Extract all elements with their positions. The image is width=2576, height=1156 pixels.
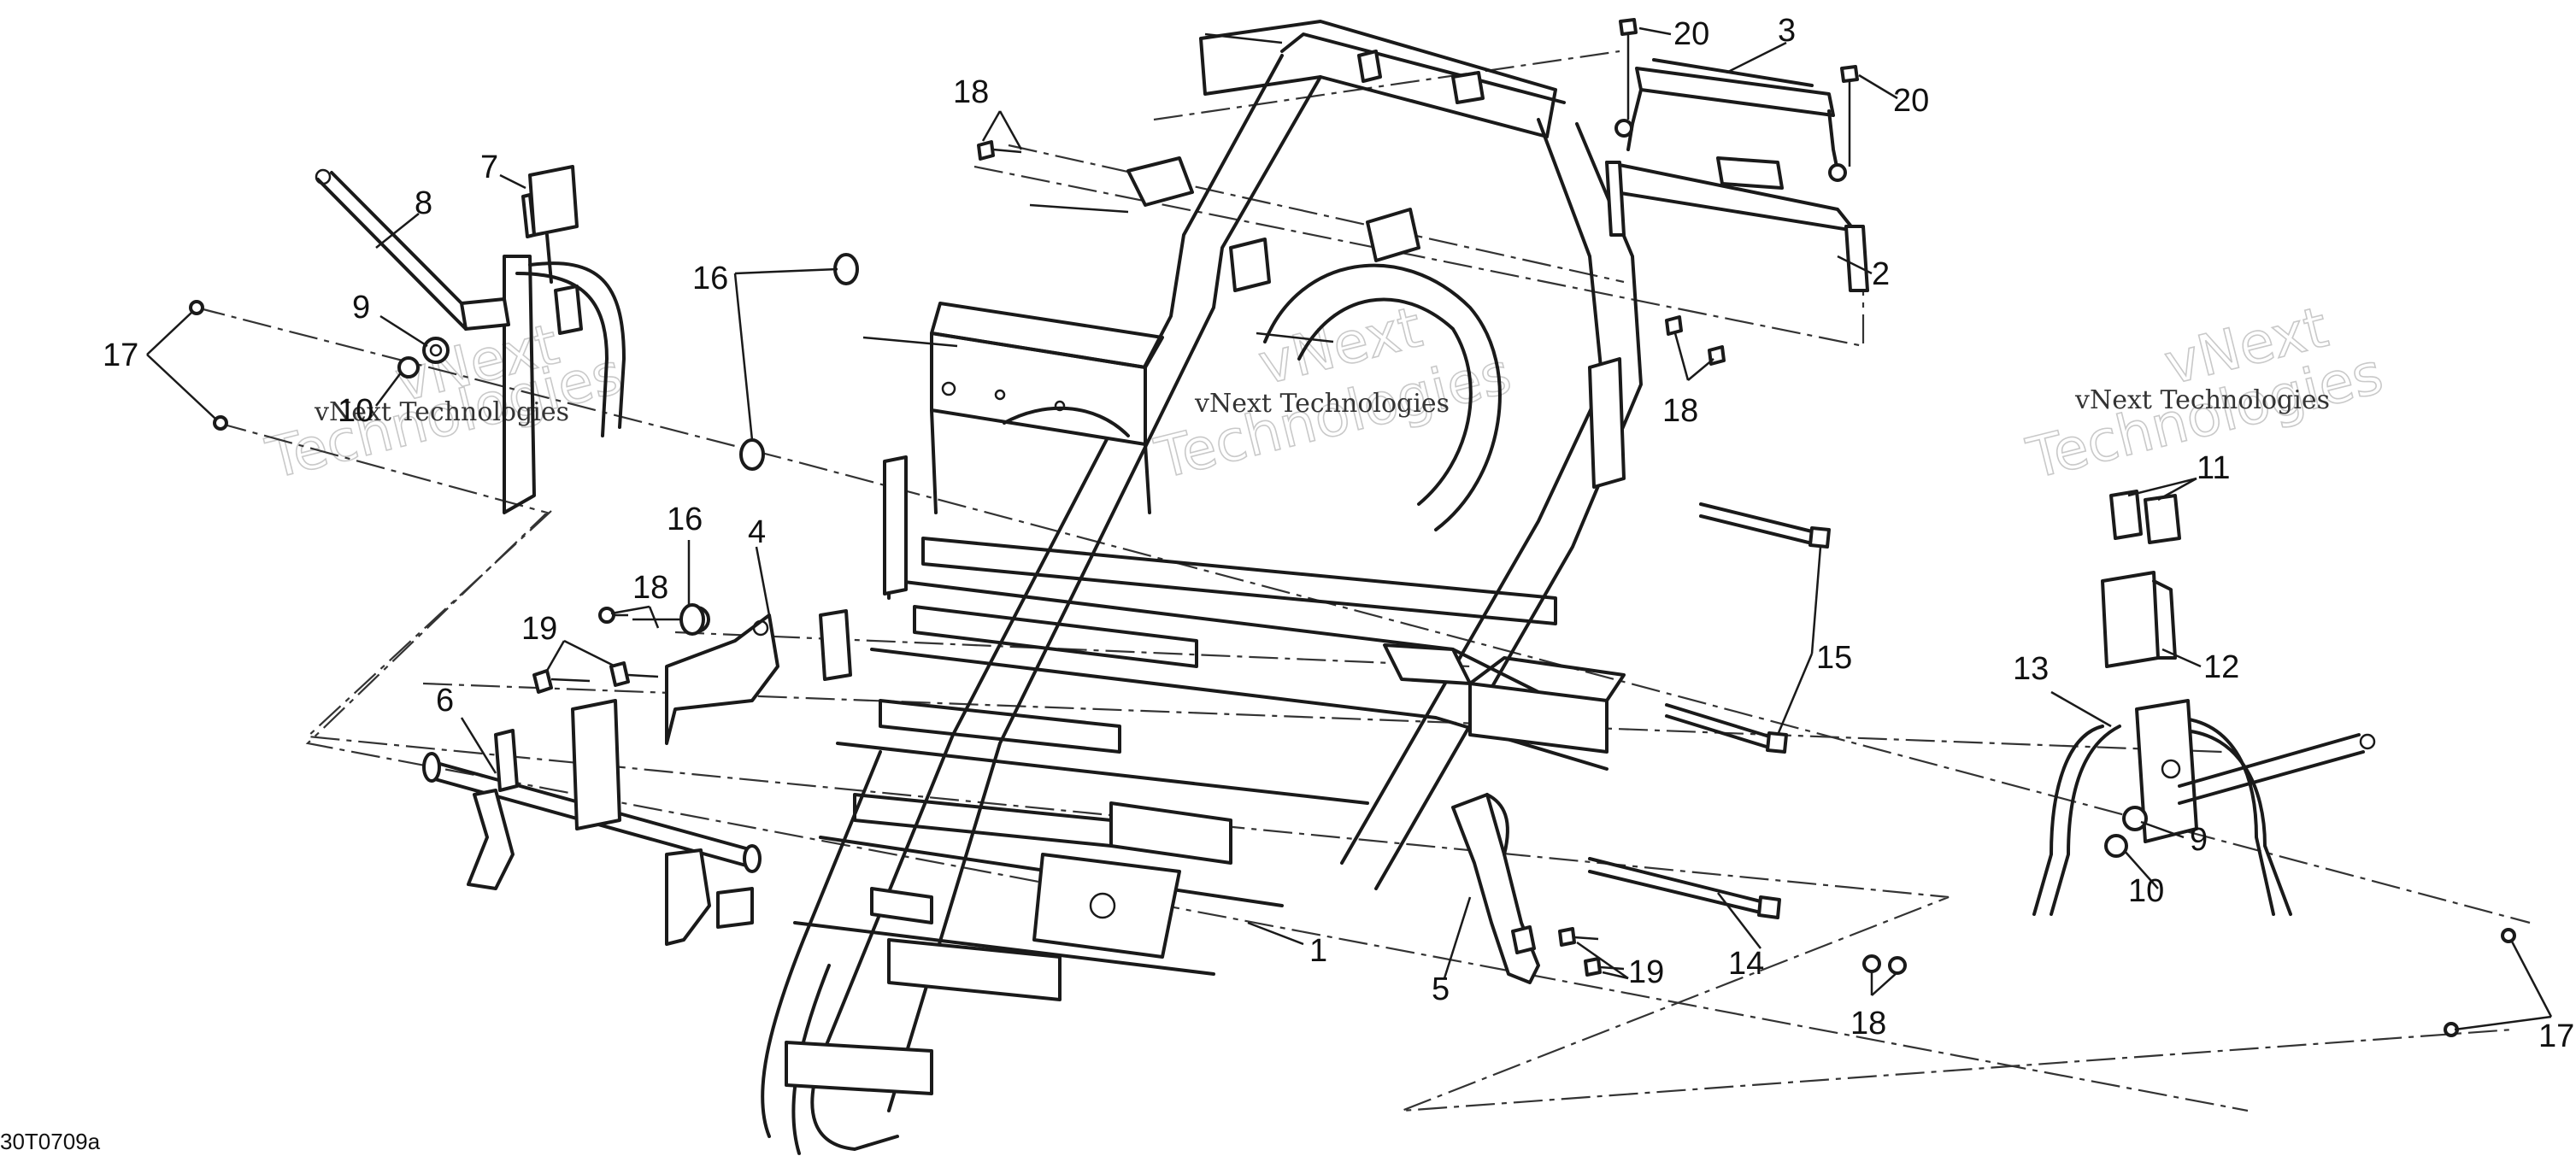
callout-20-right: 20 — [1893, 83, 1929, 119]
callout-18-bottom: 18 — [1850, 1006, 1886, 1042]
parts-2-3-brackets — [1605, 18, 1869, 292]
callout-16-mid: 16 — [667, 502, 703, 537]
callout-6: 6 — [436, 683, 454, 719]
part-14-bolt — [1588, 857, 1781, 919]
part-15-bolts — [1665, 502, 1831, 754]
callout-3: 3 — [1778, 13, 1796, 49]
callout-10-right: 10 — [2128, 873, 2164, 909]
part-5-bracket — [1451, 793, 1540, 984]
callout-19-left: 19 — [521, 611, 557, 647]
callout-12: 12 — [2203, 649, 2239, 685]
callout-15: 15 — [1816, 640, 1852, 676]
part-18-bolts — [598, 140, 1907, 975]
callout-11: 11 — [2197, 450, 2230, 486]
callout-9-left: 9 — [352, 290, 370, 326]
callout-18-top: 18 — [953, 74, 989, 110]
callout-10-left: 10 — [338, 393, 373, 429]
part-16-nuts — [679, 253, 859, 636]
callout-16-top: 16 — [692, 261, 728, 296]
callout-5: 5 — [1432, 971, 1450, 1007]
left-harness-assembly — [189, 165, 626, 514]
watermark-left-caption: vNext Technologies — [314, 397, 569, 427]
callout-17-left: 17 — [103, 337, 138, 373]
diagram-code: 30T0709a — [0, 1129, 101, 1154]
callout-9-right: 9 — [2190, 822, 2208, 858]
callout-7: 7 — [480, 150, 498, 185]
callout-18-left: 18 — [632, 570, 668, 606]
callout-2: 2 — [1872, 256, 1890, 292]
part-6-shaft — [422, 699, 762, 946]
part-19-bolts-right — [1558, 927, 1625, 977]
callout-4: 4 — [748, 514, 766, 550]
callout-18-right: 18 — [1662, 393, 1698, 429]
watermark-center-caption: vNext Technologies — [1194, 389, 1450, 419]
callout-17-right: 17 — [2538, 1018, 2574, 1054]
right-harness-assembly — [2032, 490, 2516, 1037]
main-frame — [761, 20, 1643, 1155]
watermark-right-caption: vNext Technologies — [2074, 385, 2330, 415]
callout-1: 1 — [1309, 933, 1327, 969]
callout-13: 13 — [2013, 651, 2049, 687]
part-19-bolts-left — [532, 661, 659, 694]
leader-lines — [146, 26, 2553, 1031]
callout-19-right: 19 — [1628, 954, 1664, 990]
callout-14: 14 — [1728, 946, 1764, 982]
callout-labels: 17 8 7 9 10 16 16 18 4 19 6 18 20 3 20 2… — [103, 13, 2574, 1054]
callout-20-left: 20 — [1673, 16, 1709, 52]
callout-8: 8 — [415, 185, 432, 221]
